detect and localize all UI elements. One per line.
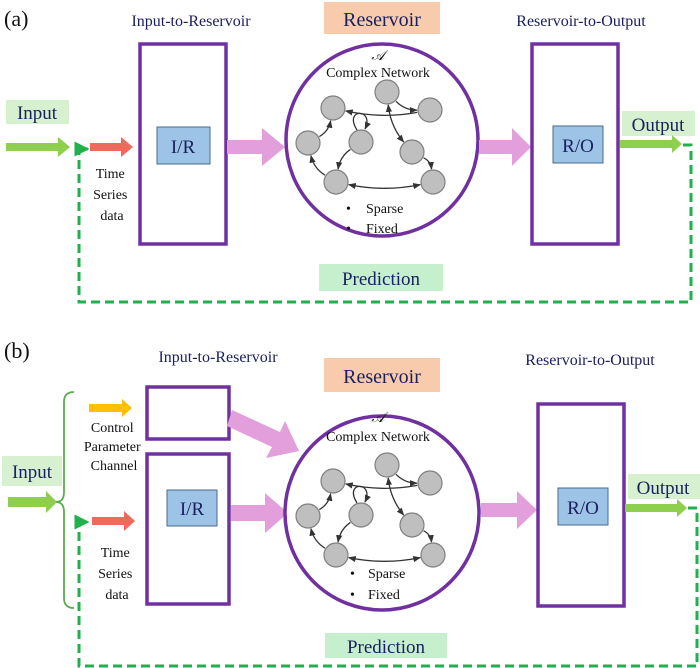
input-to-reservoir-block bbox=[138, 42, 228, 246]
reservoir-to-output-title: Reservoir-to-Output bbox=[516, 13, 646, 30]
network-node bbox=[374, 452, 400, 478]
input-to-reservoir-title: Input-to-Reservoir bbox=[131, 13, 251, 30]
output-label-bg bbox=[628, 474, 700, 499]
network-node bbox=[348, 502, 374, 528]
network-node bbox=[320, 468, 346, 494]
control-to-reservoir-arrow bbox=[227, 410, 299, 458]
control-parameter-arrow bbox=[89, 399, 132, 417]
time-series-arrow bbox=[90, 137, 133, 157]
network-node bbox=[417, 470, 443, 496]
input-label: Input bbox=[12, 462, 53, 483]
reservoir-properties: •Sparse •Fixed bbox=[346, 202, 407, 237]
network-node bbox=[374, 79, 400, 105]
ir-label: I/R bbox=[171, 137, 196, 158]
network-node bbox=[323, 169, 349, 195]
network-node bbox=[320, 95, 346, 121]
network-node bbox=[295, 503, 321, 529]
prediction-label: Prediction bbox=[347, 637, 426, 658]
input-arrow bbox=[8, 491, 57, 513]
time-series-label: Time Series data bbox=[98, 546, 136, 603]
network-edge bbox=[318, 120, 333, 138]
output-arrow bbox=[620, 135, 682, 153]
network-edge bbox=[395, 100, 418, 114]
network-edge bbox=[344, 482, 418, 489]
input-label: Input bbox=[17, 103, 58, 124]
ir-box bbox=[156, 126, 211, 165]
reservoir-title-bg bbox=[324, 2, 440, 34]
network-node bbox=[348, 129, 374, 155]
reservoir-to-output-block bbox=[536, 402, 626, 608]
input-label-bg bbox=[2, 456, 62, 486]
reservoir-title: Reservoir bbox=[343, 366, 421, 388]
input-to-reservoir-block bbox=[145, 452, 231, 606]
reservoir-title: Reservoir bbox=[343, 9, 421, 31]
time-series-arrow bbox=[92, 511, 135, 531]
ir-label: I/R bbox=[180, 499, 205, 520]
network-edge bbox=[318, 493, 333, 511]
network-node bbox=[399, 139, 425, 165]
network-edge bbox=[309, 527, 326, 549]
network-edge bbox=[309, 154, 326, 176]
input-to-reservoir-title: Input-to-Reservoir bbox=[158, 349, 278, 366]
network-edge bbox=[347, 182, 422, 190]
network-edge bbox=[347, 555, 422, 563]
time-series-label: Time Series data bbox=[93, 167, 131, 224]
output-arrow bbox=[625, 499, 687, 517]
network-node bbox=[399, 512, 425, 538]
output-label: Output bbox=[637, 478, 691, 499]
reservoir-to-output-block bbox=[530, 42, 620, 246]
control-parameter-label: Control Parameter Channel bbox=[84, 421, 144, 474]
panel-b-label: (b) bbox=[4, 338, 30, 363]
panel-a-label: (a) bbox=[4, 6, 28, 31]
reservoir-to-output-title: Reservoir-to-Output bbox=[525, 352, 655, 369]
ir-to-reservoir-arrow bbox=[227, 128, 285, 166]
network-edge bbox=[336, 148, 351, 170]
network-edge bbox=[423, 530, 434, 543]
network-node bbox=[420, 169, 446, 195]
reservoir-to-ro-arrow bbox=[479, 128, 531, 166]
reservoir-title-bg bbox=[324, 358, 440, 392]
prediction-label-bg bbox=[319, 264, 443, 291]
network-edge bbox=[352, 485, 371, 504]
ir-box bbox=[166, 489, 218, 527]
network-node bbox=[417, 97, 443, 123]
prediction-label: Prediction bbox=[342, 269, 421, 290]
matrix-a-symbol: 𝒜 bbox=[371, 411, 388, 426]
network-edge bbox=[336, 521, 351, 543]
network-edge bbox=[385, 104, 405, 143]
ro-label: R/O bbox=[567, 498, 599, 519]
prediction-feedback-loop bbox=[74, 141, 693, 304]
network-edge bbox=[344, 109, 418, 116]
network-node bbox=[295, 130, 321, 156]
network-edge bbox=[423, 157, 434, 170]
panel-b: (b) Input-to-Reservoir Reservoir Reservo… bbox=[2, 338, 700, 668]
complex-network-title: Complex Network bbox=[326, 430, 430, 445]
ro-box bbox=[557, 487, 609, 526]
ro-label: R/O bbox=[562, 136, 594, 157]
ir-to-reservoir-arrow bbox=[231, 493, 288, 533]
network-node bbox=[420, 542, 446, 568]
output-label-bg bbox=[622, 111, 695, 136]
complex-network-title: Complex Network bbox=[326, 66, 430, 81]
matrix-a-symbol: 𝒜 bbox=[371, 49, 388, 64]
control-parameter-block bbox=[145, 385, 231, 441]
ro-box bbox=[552, 125, 604, 164]
input-label-bg bbox=[6, 100, 69, 124]
network-edge bbox=[385, 477, 405, 516]
network-edge bbox=[395, 473, 418, 487]
input-brace bbox=[55, 391, 75, 609]
prediction-label-bg bbox=[325, 633, 447, 658]
reservoir-properties: •Sparse •Fixed bbox=[350, 567, 409, 603]
prediction-feedback-loop bbox=[74, 506, 699, 668]
output-label: Output bbox=[632, 115, 686, 136]
complex-network-graph bbox=[295, 79, 446, 195]
network-node bbox=[323, 542, 349, 568]
complex-network-graph bbox=[295, 452, 446, 568]
network-edge bbox=[352, 112, 371, 131]
reservoir-to-ro-arrow bbox=[481, 491, 537, 529]
panel-a: (a) Input-to-Reservoir Reservoir Reservo… bbox=[4, 2, 695, 304]
input-arrow bbox=[6, 137, 70, 157]
